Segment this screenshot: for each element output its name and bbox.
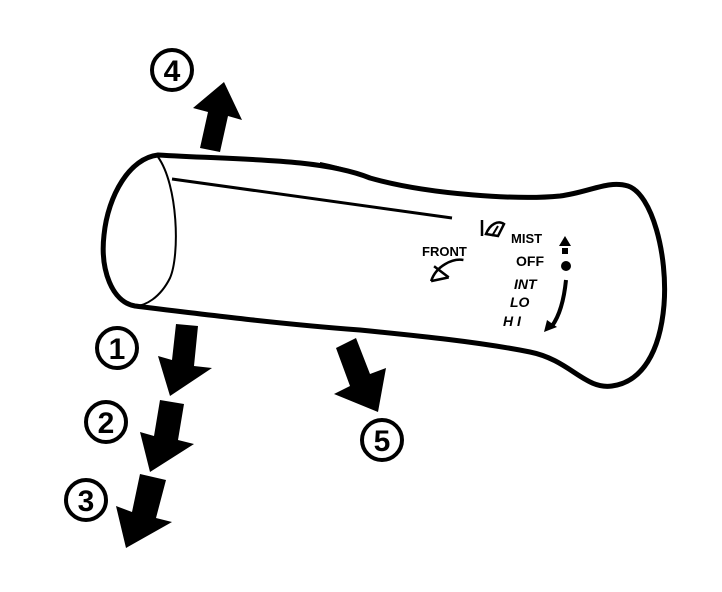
arrow-2 — [140, 400, 194, 472]
callout-5-label: 5 — [374, 425, 391, 458]
arrow-1 — [158, 324, 212, 396]
callout-4-label: 4 — [164, 55, 181, 88]
lever-seam — [319, 162, 381, 183]
arrow-4 — [193, 82, 242, 152]
arrow-3 — [116, 474, 172, 548]
lever-highlight-line — [171, 177, 453, 220]
washer-spray-icon — [480, 220, 506, 238]
callout-1-label: 1 — [109, 333, 126, 366]
callout-5: 5 — [360, 418, 404, 462]
callout-2: 2 — [84, 400, 128, 444]
speed-range-arrow-icon — [544, 279, 568, 332]
callout-2-label: 2 — [98, 407, 115, 440]
mist-label: MIST — [511, 231, 542, 246]
mist-up-arrow-icon — [559, 236, 571, 271]
callout-3-label: 3 — [78, 485, 95, 518]
off-label: OFF — [516, 253, 544, 269]
windshield-wiper-icon — [429, 258, 464, 283]
callout-4: 4 — [150, 48, 194, 92]
hi-label: H I — [503, 313, 522, 329]
int-label: INT — [514, 276, 538, 292]
callout-1: 1 — [95, 326, 139, 370]
lever-body — [100, 152, 668, 389]
front-label: FRONT — [422, 244, 467, 259]
lo-label: LO — [510, 294, 530, 310]
arrow-5 — [334, 338, 386, 412]
lever-end-cap — [134, 156, 177, 307]
callout-3: 3 — [64, 478, 108, 522]
